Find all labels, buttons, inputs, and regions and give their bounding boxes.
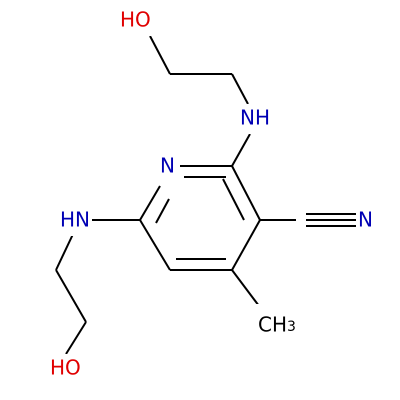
bond-top-c-n <box>231 73 249 105</box>
bond-left-c-c <box>55 269 87 323</box>
bond-methyl <box>231 269 263 311</box>
bond-top-o-c <box>149 35 171 75</box>
bonds <box>55 35 356 355</box>
top-amine-label: NH <box>240 106 270 130</box>
bond-left-n-c <box>55 231 75 271</box>
bond-ring-c2-c3-double <box>222 178 245 221</box>
methyl-label: CH3 <box>258 313 296 337</box>
ring-nitrogen-label: N <box>160 154 175 178</box>
bond-ring-c6-n1 <box>139 185 161 221</box>
bottom-hydroxyl-label: HO <box>50 356 81 380</box>
nitrile-nitrogen-label: N <box>358 208 373 232</box>
bond-ring-c2-c3 <box>231 165 261 221</box>
atom-labels: HO NH N N HN CH3 HO <box>48 6 378 384</box>
bond-top-nh-ring <box>231 133 251 167</box>
methyl-main-label: CH <box>258 313 287 337</box>
left-amine-label: HN <box>60 208 90 232</box>
bond-ring-c3-c4 <box>231 219 261 271</box>
bond-ring-c5-c6 <box>139 219 171 271</box>
methyl-subscript-label: 3 <box>287 319 296 335</box>
top-hydroxyl-label: HO <box>120 8 151 32</box>
bond-ring-c6-n1-double <box>155 198 170 224</box>
bond-left-c-o <box>65 321 87 355</box>
